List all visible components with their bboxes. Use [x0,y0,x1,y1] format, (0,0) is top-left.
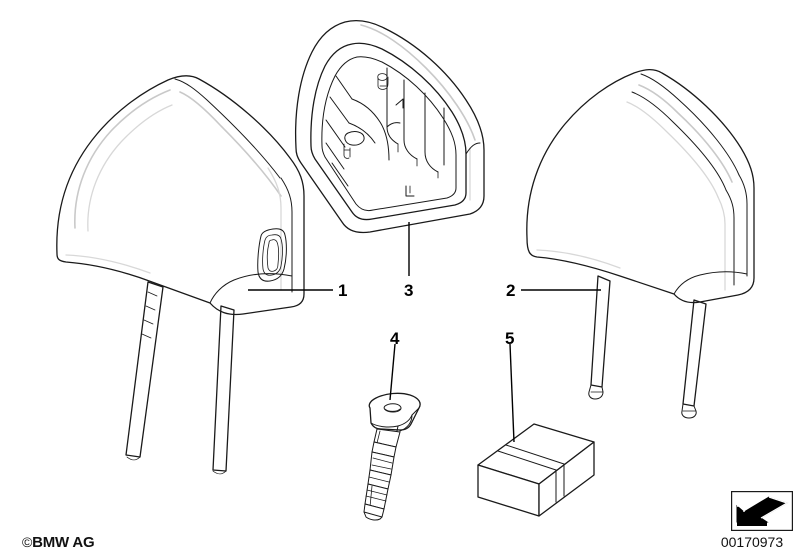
part-headrest-assembly-left [56,75,305,475]
headrest-release-button [257,228,287,282]
part-repair-kit-box [477,423,595,517]
copyright-symbol: © [22,534,33,550]
callout-number-5[interactable]: 5 [505,329,515,348]
callout-number-4[interactable]: 4 [390,329,400,348]
part-guide-sleeve-locking [363,392,421,521]
callout-number-1[interactable]: 1 [338,281,348,300]
shell-internal-ribs [325,67,445,197]
headrest-post-right-a [588,275,611,400]
callout-leader-lines [248,222,601,443]
callout-number-2[interactable]: 2 [506,281,516,300]
copyright-label: BMW AG [32,534,95,551]
part-headrest-assembly-right [526,68,755,419]
orientation-arrow-icon [731,491,793,531]
callout-number-3[interactable]: 3 [404,281,414,300]
copyright-notice: ©BMW AG [22,534,95,551]
headrest-post-left-notched [125,281,164,461]
headrest-post-left-plain [212,305,235,475]
part-headrest-shell-cover [294,20,485,234]
part-number-label: 00170973 [720,534,784,550]
headrest-post-right-b [681,299,707,419]
